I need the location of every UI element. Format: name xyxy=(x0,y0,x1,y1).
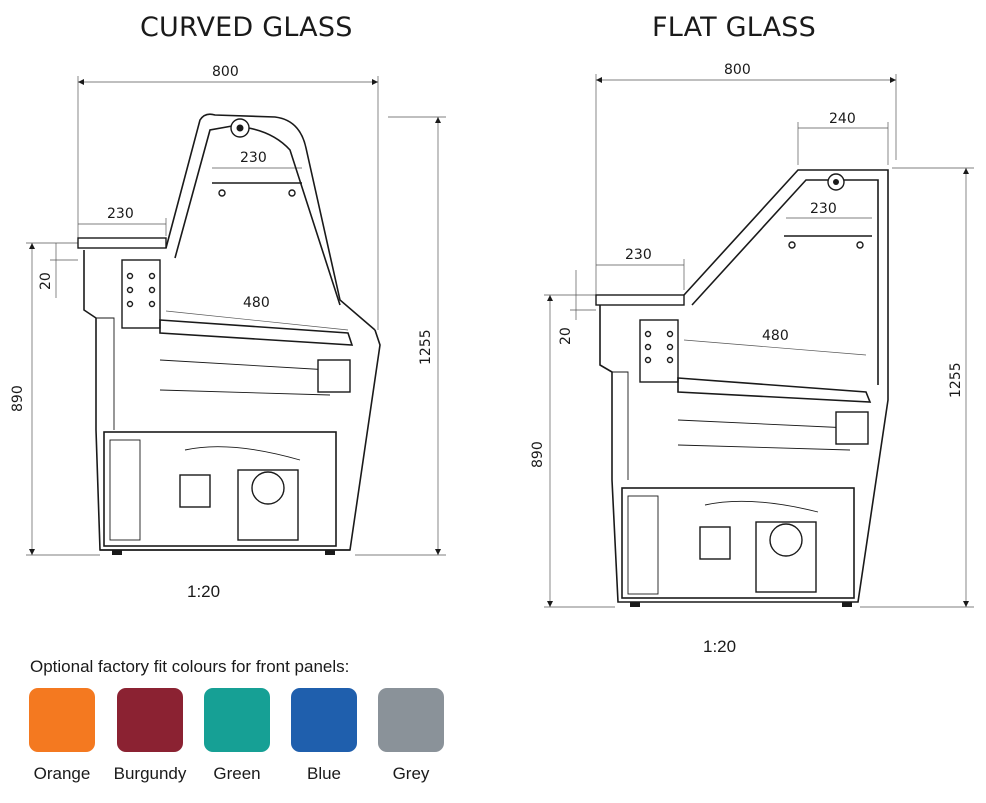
flat-shelf-label: 230 xyxy=(810,201,837,217)
curved-scale-label: 1:20 xyxy=(187,582,221,601)
colour-option-green: Green xyxy=(192,688,282,784)
colour-option-grey: Grey xyxy=(366,688,456,784)
curved-front-edge-label: 20 xyxy=(38,272,54,290)
swatch-label: Burgundy xyxy=(113,764,187,783)
swatch-label: Grey xyxy=(392,764,430,783)
swatch-label: Blue xyxy=(306,764,342,783)
grey-swatch xyxy=(378,688,444,752)
flat-top-depth-label: 240 xyxy=(829,111,856,127)
orange-swatch xyxy=(29,688,95,752)
curved-width-label: 800 xyxy=(212,64,239,80)
blue-swatch xyxy=(291,688,357,752)
colours-heading: Optional factory fit colours for front p… xyxy=(30,657,350,676)
flat-front-edge-label: 20 xyxy=(558,327,574,345)
colour-option-orange: Orange xyxy=(17,688,107,784)
curved-glass-drawing: 800 1255 890 20 230 230 480 xyxy=(10,64,446,556)
burgundy-swatch xyxy=(117,688,183,752)
flat-counter-height-label: 890 xyxy=(530,441,546,468)
colour-option-blue: Blue xyxy=(279,688,369,784)
flat-height-label: 1255 xyxy=(948,362,964,398)
curved-glass-title: CURVED GLASS xyxy=(140,12,353,43)
curved-deck-label: 480 xyxy=(243,295,270,311)
flat-scale-label: 1:20 xyxy=(703,637,737,656)
flat-glass-title: FLAT GLASS xyxy=(652,12,816,43)
flat-width-label: 800 xyxy=(724,62,751,78)
green-swatch xyxy=(204,688,270,752)
curved-upper-depth-label: 230 xyxy=(107,206,134,222)
colour-option-burgundy: Burgundy xyxy=(105,688,195,784)
curved-height-label: 1255 xyxy=(418,329,434,365)
swatch-label: Orange xyxy=(33,764,91,783)
flat-glass-drawing: 800 240 1255 890 20 230 230 480 xyxy=(530,62,974,608)
curved-shelf-label: 230 xyxy=(240,150,267,166)
curved-counter-height-label: 890 xyxy=(10,385,26,412)
flat-deck-label: 480 xyxy=(762,328,789,344)
flat-upper-depth-label: 230 xyxy=(625,247,652,263)
swatch-label: Green xyxy=(213,764,261,783)
